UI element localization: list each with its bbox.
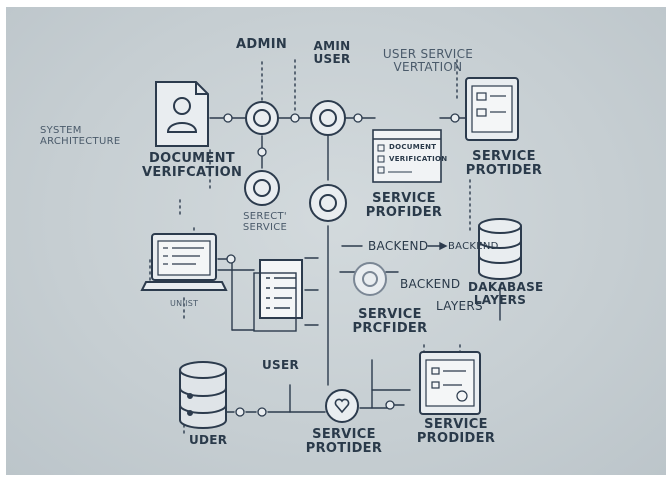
junction-node	[450, 113, 460, 123]
junction-node	[257, 147, 267, 157]
junction-node	[385, 400, 395, 410]
backend-label-b: BACKEND	[448, 241, 499, 252]
document-verification-label: DOCUMENT VERIFCATION	[142, 151, 243, 180]
junction-node	[223, 113, 233, 123]
select-service-label: SERECT' SERVICE	[242, 211, 288, 233]
junction-node	[353, 113, 363, 123]
service-prcfider-label: SERVICE PRCFIDER	[352, 307, 428, 336]
laptop-caption-label: UNIIST	[170, 299, 199, 308]
junction-node	[226, 254, 236, 264]
ring-node-admin	[245, 101, 279, 135]
arrow-head	[439, 241, 448, 251]
amin-user-label: AMIN USER	[313, 39, 351, 66]
uder-label: UDER	[189, 433, 228, 447]
admin-label: ADMIN	[236, 37, 288, 52]
backend-label-c: BACKEND	[400, 277, 461, 291]
laptop-icon	[140, 233, 228, 291]
ring-node-select-service	[244, 170, 280, 206]
service-protider-label-right: SERVICE PROTIDER	[465, 149, 543, 178]
ring-node-backend	[353, 262, 387, 296]
system-architecture-label: SYSTEM ARCHITECTURE	[40, 125, 121, 147]
user-service-vertation-label: USER SERVICE VERTATION	[382, 47, 474, 74]
service-prodider-label-bottom-right: SERVICE PRODIDER	[416, 417, 496, 446]
person-document-icon	[155, 81, 209, 147]
database-icon-right	[478, 218, 522, 280]
layers-label: LAYERS	[436, 299, 483, 313]
ring-node-heart	[325, 389, 359, 423]
card-title-line2: VERIFICATION	[389, 155, 448, 163]
backend-label-a: BACKEND	[368, 239, 429, 253]
verification-card	[372, 129, 442, 183]
service-protider-label-bottom: SERVICE PROTIDER	[305, 427, 383, 456]
service-profider-label-top: SERVICE PROFIDER	[365, 191, 443, 220]
junction-node	[290, 113, 300, 123]
ring-node-middle	[309, 184, 347, 222]
user-label-mid: USER	[262, 358, 300, 372]
monitor-icon-bottom-right	[419, 351, 481, 415]
database-icon-left	[179, 361, 227, 429]
junction-node	[257, 407, 267, 417]
dakabase-layers-label: DAKABASE LAYERS	[468, 280, 544, 307]
ring-node-amin-user	[310, 100, 346, 136]
junction-node	[235, 407, 245, 417]
monitor-icon-top-right	[465, 77, 519, 141]
card-title-line1: DOCUMENT	[389, 143, 437, 151]
clipboard-document-icon	[253, 259, 303, 332]
